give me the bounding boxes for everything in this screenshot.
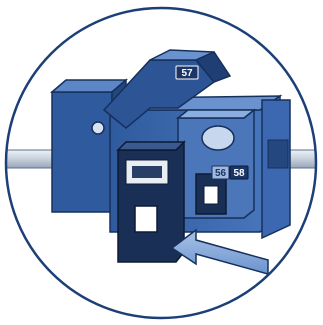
carriage-right-rail [262, 100, 290, 238]
slot-label-58: 58 [233, 168, 245, 179]
cartridge-contact-strip [132, 166, 162, 178]
lid-label-57: 57 [181, 68, 193, 79]
screw-left-icon [92, 122, 104, 134]
right-rail-slot [268, 140, 288, 168]
right-bay-top [178, 110, 254, 118]
right-cartridge-latch [202, 126, 234, 150]
inserted-cartridge-top [118, 142, 184, 150]
cartridge-grip-cutout [135, 206, 157, 232]
slot-label-56: 56 [215, 168, 227, 179]
right-cartridge-cutout [204, 186, 218, 204]
